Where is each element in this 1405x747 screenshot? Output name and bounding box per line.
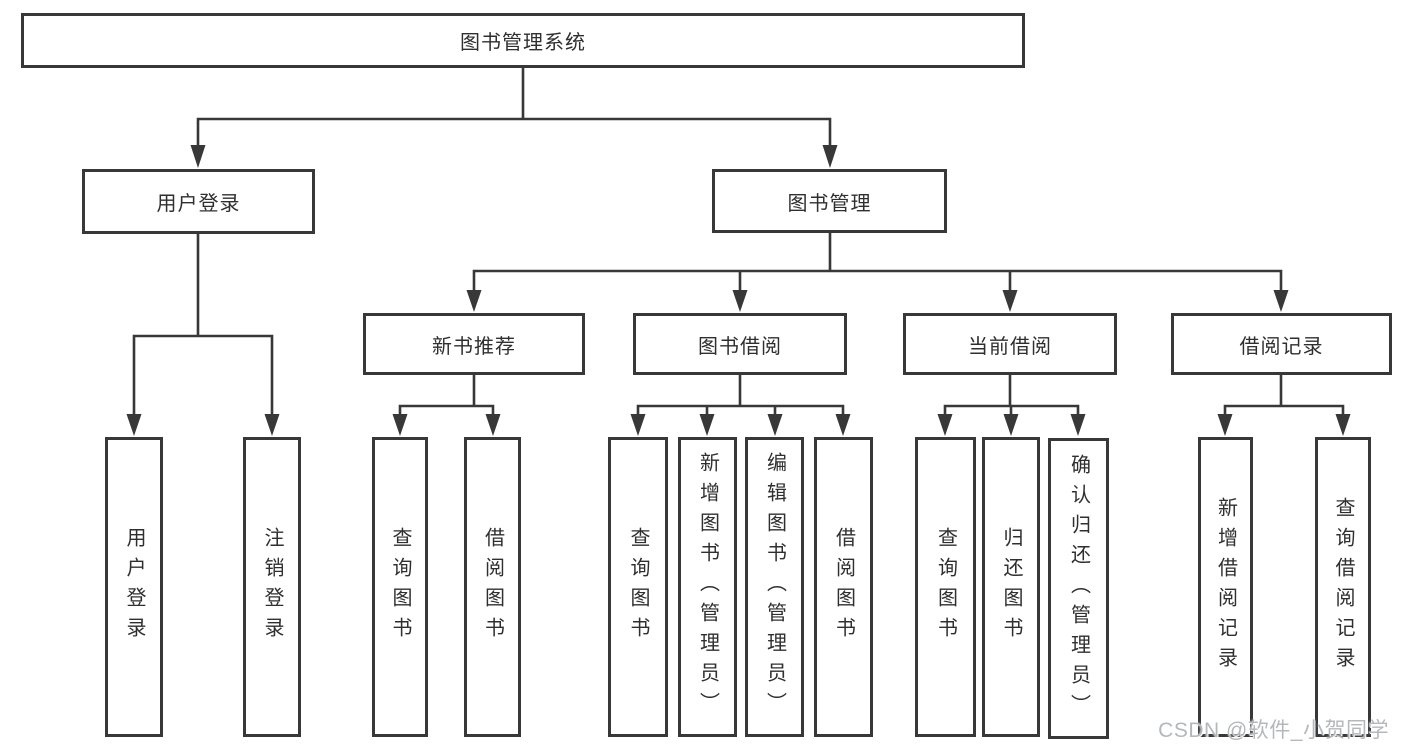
leaf-borrow-book-1: 借阅图书 [464, 437, 521, 737]
node-book-management-label: 图书管理 [787, 192, 872, 215]
leaf-user-login: 用户登录 [105, 437, 163, 737]
leaf-query-book-2-label: 查询图书 [627, 527, 649, 647]
leaf-query-book-3-label: 查询图书 [934, 527, 957, 647]
arrowheads [126, 145, 1351, 436]
node-new-book-recommend: 新书推荐 [363, 313, 585, 375]
leaf-query-borrow-record: 查询借阅记录 [1315, 437, 1371, 737]
node-book-management: 图书管理 [712, 169, 947, 233]
leaf-query-book-3: 查询图书 [915, 437, 976, 737]
node-user-login: 用户登录 [82, 169, 315, 234]
leaf-logout-login-label: 注销登录 [261, 527, 283, 647]
leaf-confirm-return: 确认归还（管理员） [1048, 438, 1109, 739]
node-book-borrow-label: 图书借阅 [698, 335, 782, 358]
node-library-system: 图书管理系统 [21, 13, 1025, 68]
node-user-login-label: 用户登录 [156, 193, 241, 215]
leaf-add-borrow-record-label: 新增借阅记录 [1214, 497, 1237, 677]
leaf-logout-login: 注销登录 [243, 437, 301, 737]
leaf-borrow-book-1-label: 借阅图书 [481, 527, 504, 647]
leaf-add-book: 新增图书（管理员） [678, 437, 737, 737]
connector-paths [132, 66, 1345, 419]
leaf-edit-book: 编辑图书（管理员） [745, 437, 804, 737]
leaf-add-borrow-record: 新增借阅记录 [1198, 437, 1253, 737]
leaf-add-book-label: 新增图书（管理员） [696, 452, 719, 722]
leaf-edit-book-label: 编辑图书（管理员） [763, 452, 786, 722]
leaf-query-borrow-record-label: 查询借阅记录 [1332, 497, 1354, 677]
leaf-confirm-return-label: 确认归还（管理员） [1067, 453, 1090, 724]
node-book-borrow: 图书借阅 [633, 313, 847, 375]
node-library-system-label: 图书管理系统 [460, 32, 586, 54]
leaf-return-book: 归还图书 [982, 437, 1040, 737]
leaf-query-book-1: 查询图书 [372, 437, 428, 737]
leaf-query-book-2: 查询图书 [608, 437, 668, 737]
node-new-book-recommend-label: 新书推荐 [432, 335, 516, 358]
leaf-borrow-book-2-label: 借阅图书 [832, 527, 855, 647]
leaf-user-login-label: 用户登录 [123, 527, 145, 647]
node-current-borrow: 当前借阅 [903, 313, 1117, 375]
node-current-borrow-label: 当前借阅 [968, 335, 1052, 358]
leaf-query-book-1-label: 查询图书 [389, 527, 411, 647]
node-borrow-records: 借阅记录 [1171, 313, 1392, 375]
watermark: CSDN @软件_小贺同学 [1158, 719, 1389, 742]
node-borrow-records-label: 借阅记录 [1239, 335, 1324, 358]
leaf-borrow-book-2: 借阅图书 [814, 437, 873, 737]
leaf-return-book-label: 归还图书 [1000, 527, 1022, 647]
